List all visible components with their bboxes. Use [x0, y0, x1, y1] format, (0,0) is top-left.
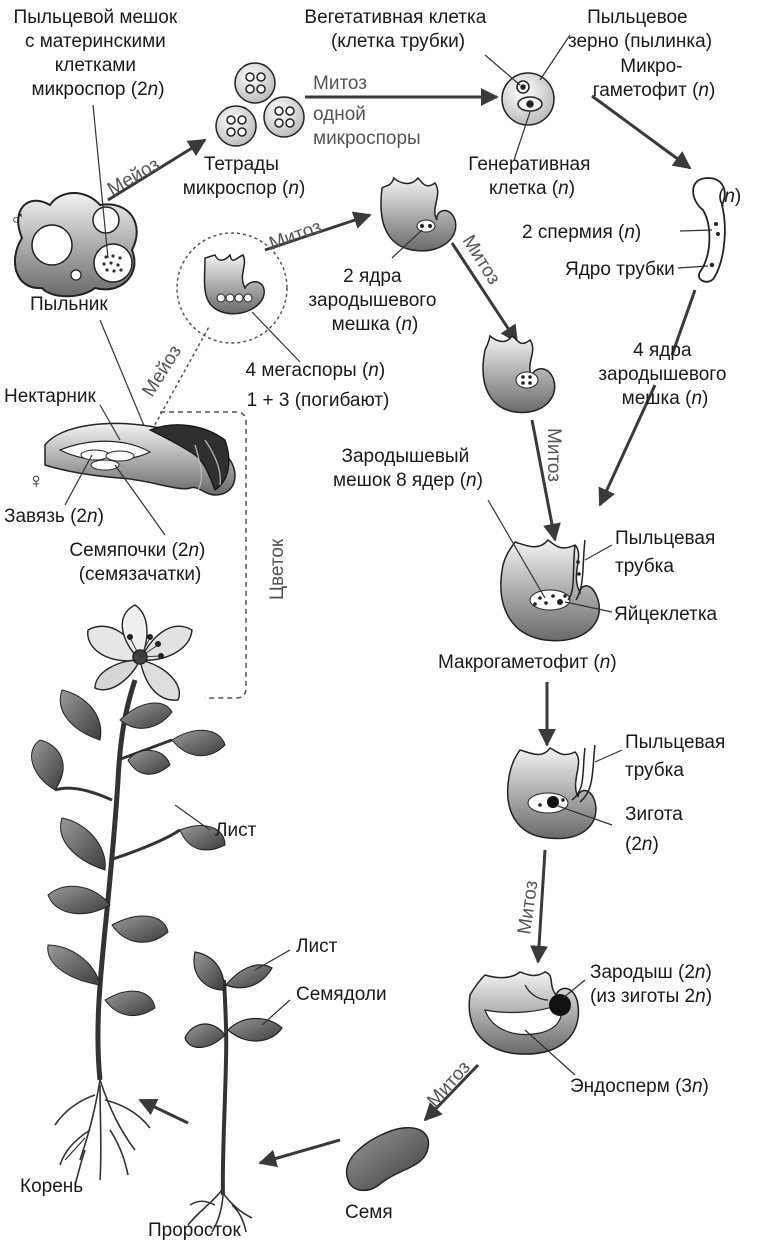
arrow-seed-to-seedling	[260, 1140, 340, 1163]
mitosis-label-3: Митоз	[543, 428, 564, 482]
ploidy-n-label: (n)	[718, 186, 741, 207]
cotyledons-leader	[262, 1000, 290, 1025]
microspore-tetrads-label: Тетрады микроспор (n)	[183, 154, 306, 199]
generative-cell-label: Генеративная клетка (n)	[468, 154, 595, 199]
anther-leader	[100, 320, 150, 440]
seed-label: Семя	[345, 1202, 393, 1223]
seed	[347, 1128, 429, 1191]
flower-label: Цветок	[267, 538, 288, 600]
pollen-tube-leader-1	[585, 545, 612, 560]
pollen-tube-label-2: Пыльцевая трубка	[625, 732, 731, 781]
seedling-leaf-leader	[255, 950, 290, 970]
flower	[88, 605, 192, 700]
seedling-label: Проросток	[148, 1220, 241, 1241]
meiosis-label-1: Мейоз	[104, 154, 163, 200]
mitosis-label-1: Митоз	[267, 216, 325, 254]
flowering-plant	[32, 605, 225, 1185]
embryo-sac-8-label: Зародышевый мешок 8 ядер (n)	[333, 446, 483, 491]
pollen-tube-leader-2	[595, 750, 622, 762]
megaspores-leader	[252, 312, 300, 362]
embryo-label: Зародыш (2n) (из зиготы 2n)	[590, 962, 717, 1007]
male-symbol: ♂	[10, 208, 25, 230]
mitosis-label-5: Митоз	[423, 1057, 475, 1111]
flower-cross-section	[45, 423, 235, 495]
nectary-label: Нектарник	[4, 386, 97, 407]
sperm-leader	[680, 230, 712, 231]
four-nuclei-label: 4 ядра зародышевого мешка (n)	[598, 340, 731, 409]
two-sperm-label: 2 спермия (n)	[522, 222, 641, 243]
mitosis-one-microspore-label: Митоз одной микроспоры	[313, 73, 421, 149]
macrogametophyte	[501, 540, 599, 641]
ovule-megaspores	[205, 255, 265, 314]
anther	[15, 193, 137, 296]
meiosis-label-2: Мейоз	[138, 342, 186, 401]
endosperm-label: Эндосперм (3n)	[570, 1076, 709, 1097]
root-label: Корень	[20, 1176, 83, 1197]
egg-cell-label: Яйцеклетка	[614, 604, 718, 625]
plant-leaf-label: Лист	[215, 820, 257, 841]
microspore-tetrads	[216, 63, 304, 146]
macrogametophyte-label: Макрогаметофит (n)	[438, 652, 617, 673]
ovary-label: Завязь (2n)	[4, 506, 104, 527]
seedling	[185, 952, 282, 1232]
tetrad	[264, 97, 304, 137]
pollen-tube-label-1: Пыльцевая трубка	[615, 528, 721, 577]
tetrad	[235, 63, 275, 103]
arrow-seedling-to-plant	[140, 1100, 188, 1123]
labels: ♂ ♀ Пыльцевой мешок с материнскими клетк…	[4, 7, 741, 1241]
tetrad	[216, 106, 256, 146]
vegetative-cell-label: Вегетативная клетка (клетка трубки)	[304, 7, 491, 52]
tube-nucleus-label: Ядро трубки	[565, 259, 675, 280]
seedling-leaf-label: Лист	[296, 936, 338, 957]
cotyledons-label: Семядоли	[296, 984, 387, 1005]
ovules-label: Семяпочки (2n) (семязачатки)	[69, 540, 210, 585]
microgametophyte-label: Микро- гаметофит (n)	[593, 56, 716, 101]
four-megaspores-label: 4 мегаспоры (n) 1 + 3 (погибают)	[246, 360, 391, 411]
ovule-two-nuclei	[381, 178, 456, 251]
pollen-sac-label: Пыльцевой мешок с материнскими клетками …	[14, 7, 183, 100]
ovule-four-nuclei	[483, 336, 555, 412]
pollen-grain-label: Пыльцевое зерно (пылинка)	[568, 7, 712, 52]
mitosis-label-4: Митоз	[514, 879, 542, 935]
seed-embryo	[469, 972, 578, 1054]
arrow-pollen-to-microgametophyte	[592, 96, 690, 168]
anther-label: Пыльник	[30, 294, 108, 315]
vegetative-leader	[485, 55, 520, 85]
zygote-label: Зигота (2n)	[625, 804, 688, 855]
ovule-zygote	[508, 745, 596, 839]
female-symbol: ♀	[28, 468, 45, 493]
two-nuclei-label: 2 ядра зародышевого мешка (n)	[308, 266, 441, 335]
pollen-grain-leader	[540, 35, 570, 80]
